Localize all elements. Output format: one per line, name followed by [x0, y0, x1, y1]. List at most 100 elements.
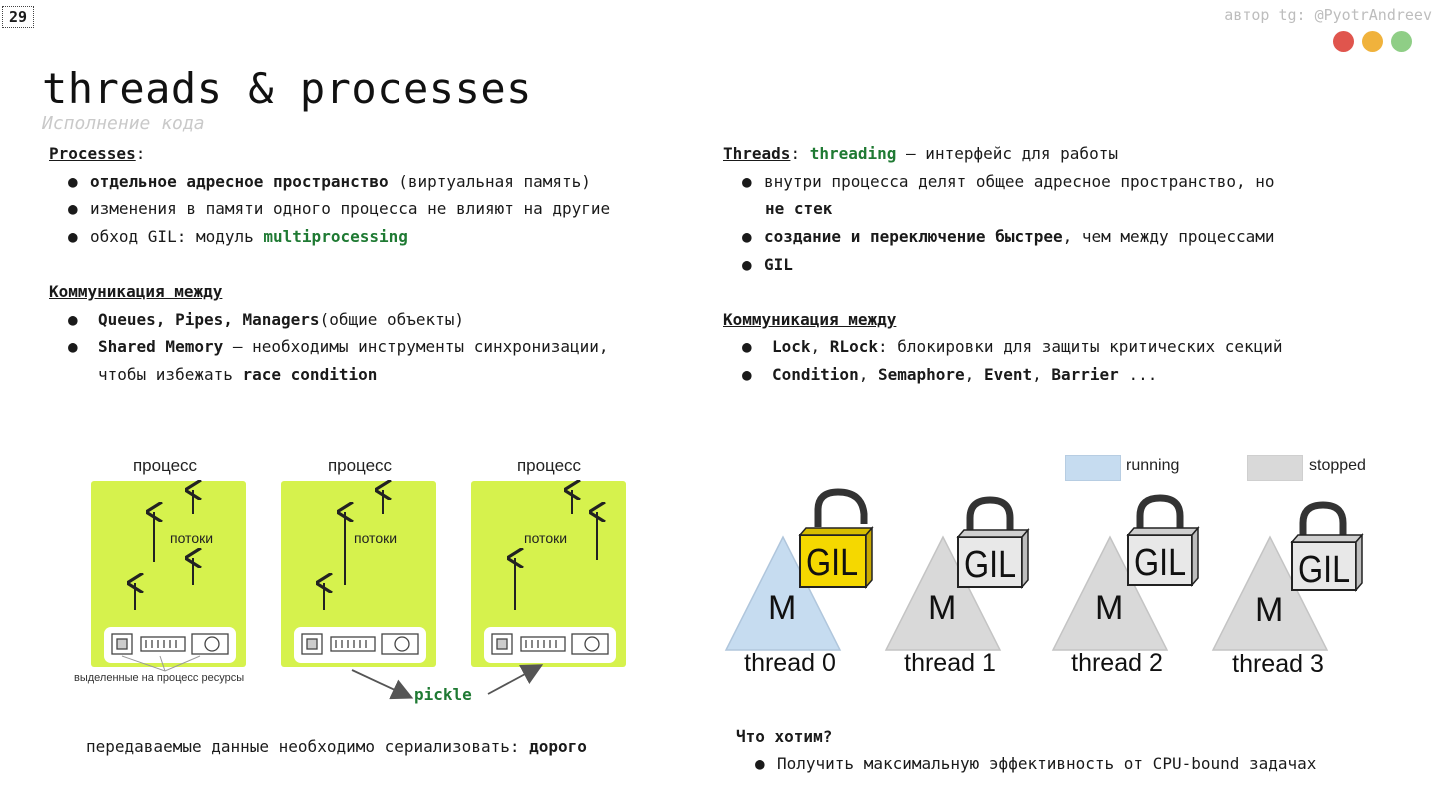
- cpu-icon: [111, 633, 513, 655]
- gpu-icon: [191, 633, 609, 655]
- author-caption: автор tg: @PyotrAndreev: [1224, 6, 1432, 24]
- thread-0-triangle: [724, 535, 842, 651]
- processes-comm-bullet-2-cont: чтобы избежать race condition: [98, 365, 377, 384]
- processes-bullet-2: ●изменения в памяти одного процесса не в…: [68, 199, 611, 218]
- threads-bullet-1: ●внутри процесса делят общее адресное пр…: [742, 172, 1275, 191]
- bullet-text: , чем между процессами: [1062, 227, 1275, 246]
- bullet-bold-text: Queues, Pipes, Managers: [98, 310, 320, 329]
- processes-comm-heading: Коммуникация между: [49, 282, 222, 301]
- processes-bullet-3: ●обход GIL: модуль multiprocessing: [68, 227, 408, 246]
- pickle-arrow-left: [351, 669, 414, 700]
- processes-comm-bullet-2: ●Shared Memory – необходимы инструменты …: [68, 337, 609, 356]
- want-heading: Что хотим?: [736, 727, 833, 746]
- separator-text: ,: [964, 365, 984, 384]
- bullet-text: изменения в памяти одного процесса не вл…: [90, 199, 611, 218]
- lock-text: Lock: [772, 337, 811, 356]
- bullet-text: – необходимы инструменты синхронизации,: [223, 337, 609, 356]
- threads-comm-bullet-2: ●Condition, Semaphore, Event, Barrier ..…: [742, 365, 1158, 384]
- bullet-bold-text: отдельное адресное пространство: [90, 172, 389, 191]
- processes-comm-bullet-1: ●Queues, Pipes, Managers(общие объекты): [68, 310, 465, 329]
- gil-text-3: GIL: [1298, 549, 1351, 591]
- threads-comm-heading: Коммуникация между: [723, 310, 896, 329]
- serialization-note: передаваемые данные необходимо сериализо…: [86, 737, 587, 756]
- threads-heading-rest: – интерфейс для работы: [896, 144, 1118, 163]
- bullet-text: внутри процесса делят общее адресное про…: [764, 172, 1275, 191]
- separator-text: ,: [858, 365, 878, 384]
- bullet-bold-text: Shared Memory: [98, 337, 224, 356]
- thread-label-2: thread 2: [1071, 649, 1163, 677]
- event-text: Event: [983, 365, 1033, 384]
- threads-label-1: потоки: [170, 530, 214, 546]
- gil-diagram: [724, 488, 1364, 651]
- threads-bullet-2: ●создание и переключение быстрее, чем ме…: [742, 227, 1275, 246]
- gil-lock-icon: [1126, 494, 1200, 588]
- separator-text: ,: [1032, 365, 1052, 384]
- bullet-text: обход GIL: модуль: [90, 227, 264, 246]
- condition-text: Condition: [772, 365, 859, 384]
- legend-stopped-swatch: [1247, 455, 1303, 481]
- not-stack-text: не стек: [765, 199, 833, 218]
- bullet-text: (общие объекты): [319, 310, 465, 329]
- bullet-text: GIL: [764, 255, 793, 274]
- legend-running-label: running: [1126, 457, 1180, 474]
- bullet-text: ...: [1118, 365, 1158, 384]
- barrier-text: Barrier: [1051, 365, 1119, 384]
- green-dot-icon: [1391, 31, 1412, 52]
- pickle-label: pickle: [414, 685, 472, 704]
- threads-bullet-1-cont: не стек: [765, 199, 832, 218]
- comm-heading-text: Коммуникация между: [49, 282, 223, 301]
- gil-lock-open-icon: [798, 488, 874, 590]
- resources-caption: выделенные на процесс ресурсы: [74, 672, 245, 684]
- slide-number: 29: [2, 6, 35, 28]
- m-label-0: M: [768, 589, 797, 627]
- threads-heading-sep: :: [790, 144, 810, 163]
- process-label-2: процесс: [327, 456, 393, 475]
- bullet-bold-text: создание и переключение быстрее: [764, 227, 1063, 246]
- gil-text-2: GIL: [1134, 542, 1187, 584]
- thread-label-1: thread 1: [904, 649, 996, 677]
- gil-text-0: GIL: [806, 542, 859, 584]
- m-label-1: M: [928, 589, 957, 627]
- gil-text-1: GIL: [964, 544, 1017, 586]
- thread-2-triangle: [1051, 535, 1169, 651]
- threads-label-3: потоки: [524, 530, 568, 546]
- race-condition-text: race condition: [242, 365, 378, 384]
- m-label-3: M: [1255, 591, 1284, 629]
- m-label-2: M: [1095, 589, 1124, 627]
- thread-label-0: thread 0: [744, 649, 836, 677]
- threads-heading-text: Threads: [723, 144, 791, 163]
- separator-text: ,: [810, 337, 830, 356]
- want-bullet-text: Получить максимальную эффективность от C…: [777, 754, 1317, 773]
- bullet-text: чтобы избежать: [98, 365, 243, 384]
- legend-running-swatch: [1065, 455, 1121, 481]
- gil-lock-icon: [956, 496, 1030, 590]
- threading-text: threading: [809, 144, 897, 163]
- threads-bullet-3: ●GIL: [742, 255, 793, 274]
- ram-icon: [140, 636, 566, 652]
- slide-subtitle: Исполнение кода: [42, 113, 205, 134]
- semaphore-text: Semaphore: [877, 365, 965, 384]
- processes-heading-text: Processes: [49, 144, 136, 163]
- threads-label-2: потоки: [354, 530, 398, 546]
- process-label-3: процесс: [516, 456, 582, 475]
- threads-heading: Threads: threading – интерфейс для работ…: [723, 144, 1118, 163]
- processes-bullet-1: ●отдельное адресное пространство (виртуа…: [68, 172, 591, 191]
- want-bullet: ●Получить максимальную эффективность от …: [755, 754, 1317, 773]
- processes-heading-colon: :: [135, 144, 146, 163]
- caption-pointer-lines: [121, 655, 201, 672]
- legend-stopped-label: stopped: [1309, 457, 1366, 474]
- process-label-1: процесс: [132, 456, 198, 475]
- slide-title: threads & processes: [42, 64, 532, 113]
- threads-comm-bullet-1: ●Lock, RLock: блокировки для защиты крит…: [742, 337, 1283, 356]
- expensive-text: дорого: [529, 737, 587, 756]
- process-arrows: [104, 0, 616, 700]
- red-dot-icon: [1333, 31, 1354, 52]
- comm-heading-text: Коммуникация между: [723, 310, 897, 329]
- bullet-text: (виртуальная память): [388, 172, 591, 191]
- processes-heading: Processes:: [49, 144, 145, 163]
- thread-1-triangle: [884, 535, 1002, 651]
- rlock-text: RLock: [829, 337, 878, 356]
- thread-3-triangle: [1211, 535, 1329, 651]
- multiprocessing-text: multiprocessing: [263, 227, 408, 246]
- bullet-text: : блокировки для защиты критических секц…: [877, 337, 1283, 356]
